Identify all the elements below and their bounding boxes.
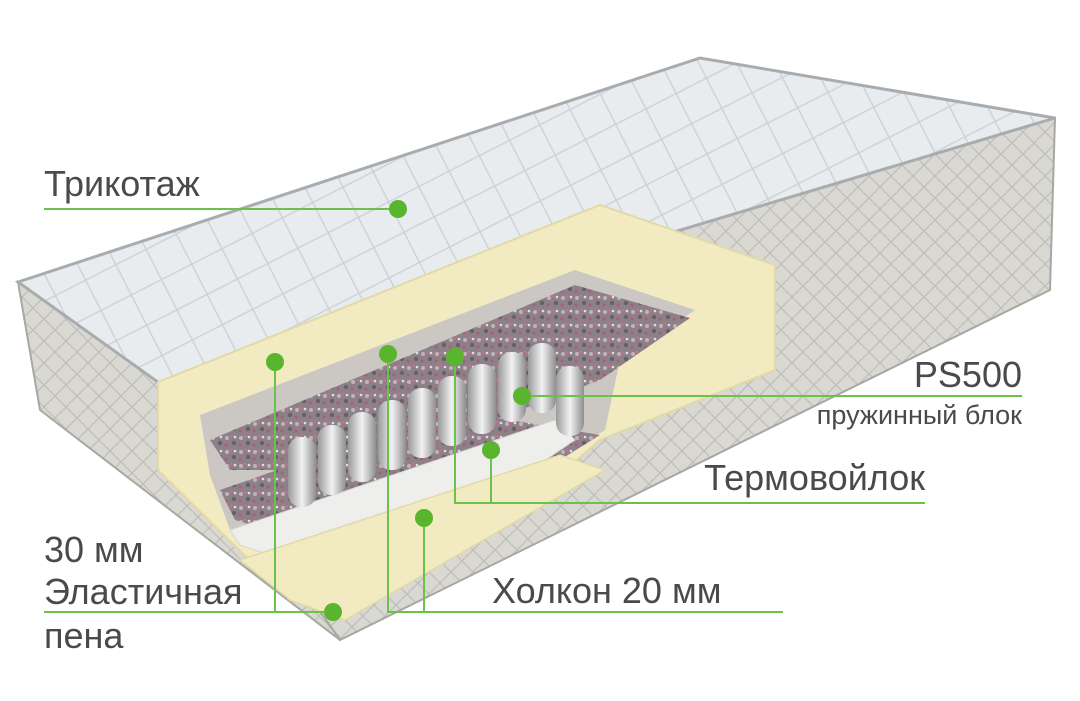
spring [318,425,346,495]
spring-block [288,343,584,507]
spring [348,412,376,482]
marker-knit [389,200,407,218]
label-foam-name2: пена [44,615,124,656]
marker-holcon-bottom [415,509,433,527]
label-knit: Трикотаж [44,163,200,204]
label-spring-block: пружинный блок [816,400,1022,430]
label-holcon: Холкон 20 мм [492,570,722,611]
spring [528,343,556,413]
leader-lines [44,208,1022,613]
marker-spring [513,387,531,405]
marker-holcon-top [379,345,397,363]
mattress-cutaway [157,203,776,622]
leader-holcon [387,354,783,613]
label-ps500: PS500 [913,354,1022,395]
spring [498,352,526,422]
spring [378,400,406,470]
foam-bottom [238,454,607,621]
marker-foam-top [266,353,284,371]
label-foam-thickness: 30 мм [44,529,144,570]
spring [468,364,496,434]
marker-foam-bottom [324,603,342,621]
spring [438,376,466,446]
mattress-top-knit [14,56,1056,387]
spring [288,437,316,507]
marker-felt-top [446,348,464,366]
label-foam-name: Эластичная [44,571,243,612]
marker-felt-bottom [482,441,500,459]
leader-felt [454,357,925,504]
label-felt: Термовойлок [704,457,925,498]
spring [556,366,584,436]
markers [266,200,531,621]
spring [408,388,436,458]
